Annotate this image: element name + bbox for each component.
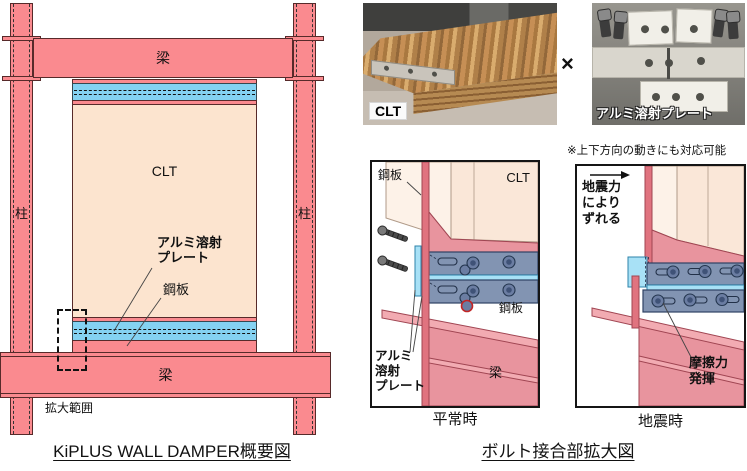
flange-tab xyxy=(285,76,324,81)
steel-plate-callout: 鋼板 xyxy=(163,282,190,297)
plate-bottom xyxy=(640,81,728,112)
quake-state-drawing xyxy=(590,165,745,407)
normal-state-drawing xyxy=(377,161,539,407)
zoom-area-box xyxy=(57,309,87,371)
aluminum-plate-strip-bottom xyxy=(72,321,257,341)
plate-photo-caption: アルミ溶射プレート xyxy=(596,106,713,121)
multiply-sign: × xyxy=(561,51,574,76)
beam-bottom: 梁 xyxy=(0,356,331,394)
seismic-shift-label: 地震力 により ずれる xyxy=(582,179,622,226)
zoom-area-label: 拡大範囲 xyxy=(45,401,94,415)
screw xyxy=(377,255,409,272)
bolt xyxy=(727,16,739,40)
column-flange-line xyxy=(296,4,297,434)
column-flange-line xyxy=(29,4,30,434)
bolt xyxy=(598,14,612,38)
plate-small xyxy=(627,10,674,46)
steel-plate-label-top: 鋼板 xyxy=(378,168,403,182)
steel-plate-label-mid: 鋼板 xyxy=(499,301,524,315)
clt-label: CLT xyxy=(151,163,178,179)
clt-photo: CLT xyxy=(363,3,557,125)
bolt-line xyxy=(74,329,255,334)
column-left-label: 柱 xyxy=(14,206,28,221)
left-diagram-title: KiPLUS WALL DAMPER概要図 xyxy=(53,442,291,461)
beam-label: 梁 xyxy=(489,365,503,380)
beam-bottom-label: 梁 xyxy=(158,367,173,383)
friction-label: 摩擦力 発揮 xyxy=(689,355,729,386)
detail-title: ボルト接合部拡大図 xyxy=(481,442,635,461)
column-left xyxy=(10,3,33,435)
clt-photo-caption: CLT xyxy=(369,102,408,120)
screw xyxy=(377,225,409,242)
beam-top-label: 梁 xyxy=(156,50,170,66)
aluminum-plate-label: アルミ 溶射 プレート xyxy=(375,349,426,393)
plate-seam xyxy=(667,48,670,79)
column-flange-line xyxy=(13,4,14,434)
beam-flange xyxy=(0,393,331,398)
normal-state-box: 鋼板 CLT 鋼板 梁 アルミ 溶射 プレート xyxy=(370,160,540,408)
column-right-label: 柱 xyxy=(297,206,311,221)
plate-small xyxy=(675,8,713,44)
aluminum-plate-strip-top xyxy=(72,83,257,101)
bolt-line xyxy=(74,90,255,95)
beam-top: 梁 xyxy=(33,38,293,78)
bolts-upper xyxy=(459,255,516,276)
plate-wide xyxy=(592,47,745,79)
vertical-motion-note: ※上下方向の動きにも対応可能 xyxy=(567,145,727,157)
clt-panel: CLT xyxy=(72,104,257,318)
quake-state-box: 地震力 により ずれる 摩擦力 発揮 xyxy=(575,164,746,408)
column-right xyxy=(293,3,316,435)
clt-label: CLT xyxy=(506,170,530,185)
column-flange-line xyxy=(312,4,313,434)
bolts-lower xyxy=(459,283,516,313)
aluminum-plate-photo: アルミ溶射プレート xyxy=(592,3,745,125)
bolt xyxy=(613,16,625,40)
normal-state-caption: 平常時 xyxy=(432,411,478,428)
aluminum-plate-callout: アルミ溶射 プレート xyxy=(157,235,222,265)
quake-state-caption: 地震時 xyxy=(637,413,683,430)
flange-tab xyxy=(2,76,41,81)
